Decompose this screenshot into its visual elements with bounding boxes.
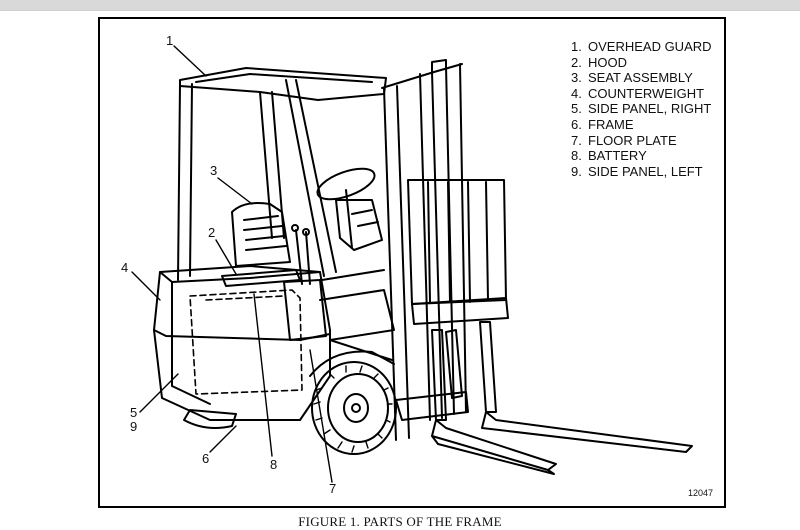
legend-number: 8.: [571, 148, 582, 164]
legend-number: 9.: [571, 163, 582, 179]
overhead-guard-roof: [179, 67, 387, 101]
carriage-bar: [427, 181, 489, 303]
callout-battery: 8: [270, 457, 278, 472]
front-wheel-tire-inner: [327, 373, 389, 443]
seat-back: [231, 202, 291, 267]
carriage-plate: [411, 297, 509, 325]
legend-number: 1.: [571, 39, 582, 54]
overhead-guard-post: [285, 79, 325, 277]
parts-legend: 1.OVERHEAD GUARD 2.HOOD 3.SEAT ASSEMBLY …: [571, 39, 712, 179]
fork-tine: [481, 411, 693, 453]
callout-frame: 6: [202, 451, 210, 466]
rear-wheel: [183, 409, 237, 429]
legend-number: 4.: [571, 85, 582, 101]
fork-shank: [479, 321, 497, 413]
overhead-guard-roof-inner: [195, 73, 373, 83]
side-panel-right: [283, 279, 327, 341]
callout-counterweight: 4: [121, 260, 129, 275]
leader-6: [209, 425, 237, 453]
legend-number: 3.: [571, 70, 582, 86]
dash-detail: [351, 209, 379, 227]
front-wheel-tire: [311, 361, 397, 455]
legend-item: 3. SEAT ASSEMBLY: [571, 70, 712, 86]
seat-base: [221, 269, 301, 287]
leader-5: [139, 373, 179, 413]
fork-tine: [431, 435, 555, 475]
counterweight-rear-edge: [171, 281, 211, 405]
fork-shank: [431, 329, 447, 421]
leader-3: [217, 177, 253, 205]
legend-label: SIDE PANEL, RIGHT: [588, 101, 712, 117]
legend-label: SIDE PANEL, LEFT: [588, 163, 703, 179]
top-edge-strip: [0, 0, 800, 11]
legend-item: 7. FLOOR PLATE: [571, 133, 712, 149]
battery-outline-inner: [205, 295, 285, 301]
fender: [309, 350, 395, 377]
leader-7: [309, 349, 333, 483]
callout-overhead-guard: 1: [166, 33, 174, 48]
counterweight-top: [159, 271, 321, 283]
dash-cowl: [335, 199, 383, 251]
legend-label: HOOD: [588, 54, 627, 70]
front-wheel-hub-center: [351, 403, 361, 413]
mast-rail: [396, 85, 410, 439]
steering-column: [345, 189, 353, 249]
overhead-guard-post: [259, 91, 273, 239]
legend-label: COUNTERWEIGHT: [588, 85, 705, 101]
legend-label: FRAME: [588, 116, 634, 132]
overhead-guard-post: [189, 83, 193, 277]
lever-knob: [291, 224, 299, 232]
mast-rail: [431, 71, 443, 419]
front-frame: [319, 289, 395, 341]
callout-side-panel-left: 9: [130, 419, 138, 434]
mast-top: [431, 59, 447, 73]
mast-rail: [459, 63, 467, 413]
legend-item: 6. FRAME: [571, 117, 712, 133]
legend-number: 7.: [571, 132, 582, 148]
figure-caption: FIGURE 1. PARTS OF THE FRAME: [298, 514, 502, 529]
legend-label: SEAT ASSEMBLY: [588, 70, 693, 86]
callout-seat-assembly: 3: [210, 163, 218, 178]
legend-number: 5.: [571, 101, 582, 117]
legend-item: 5. SIDE PANEL, RIGHT: [571, 101, 712, 117]
mast-rail: [419, 73, 431, 421]
counterweight-body: [153, 265, 331, 421]
legend-label: OVERHEAD GUARD: [588, 39, 712, 54]
leader-4: [131, 271, 161, 301]
tire-tread: [313, 365, 393, 453]
legend-item: 9. SIDE PANEL, LEFT: [571, 164, 712, 180]
figure-code: 12047: [688, 488, 714, 498]
mast-rail: [445, 65, 455, 415]
front-wheel-hub: [343, 393, 369, 423]
battery-outline: [189, 289, 303, 395]
legend-item: 4. COUNTERWEIGHT: [571, 86, 712, 102]
callout-floor-plate: 7: [329, 481, 337, 496]
legend-label: FLOOR PLATE: [588, 132, 677, 148]
mast-crosshead: [381, 63, 463, 89]
legend-label: BATTERY: [588, 148, 647, 164]
legend-number: 6.: [571, 116, 582, 132]
leader-1: [173, 45, 207, 77]
fork-tine: [431, 419, 557, 471]
mast-base: [395, 391, 469, 421]
overhead-guard-post: [177, 83, 181, 281]
legend-item: 8. BATTERY: [571, 148, 712, 164]
legend-item: 2. HOOD: [571, 55, 712, 71]
callout-side-panel-right: 5: [130, 405, 138, 420]
overhead-guard-post: [295, 79, 337, 273]
tilt-cylinder: [445, 329, 463, 399]
legend-number: 2.: [571, 54, 582, 70]
legend-item: 1. OVERHEAD GUARD: [571, 39, 712, 55]
callout-hood: 2: [208, 225, 216, 240]
control-lever: [295, 229, 303, 285]
control-lever: [305, 231, 311, 285]
leader-2: [215, 239, 237, 275]
lever-knob: [302, 228, 310, 236]
seat-cushion-line: [243, 215, 287, 251]
floor-plate: [321, 269, 385, 281]
steering-wheel: [316, 167, 376, 201]
leader-8: [253, 293, 273, 457]
mast-rail: [383, 87, 397, 441]
